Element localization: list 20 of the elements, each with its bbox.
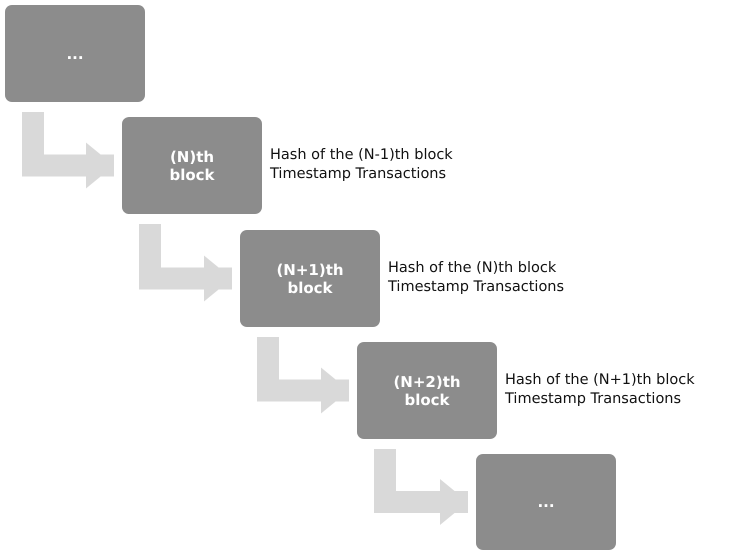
block-description: Hash of the (N+1)th block [505,371,695,390]
block-label: ... [536,493,556,511]
block-description: Timestamp Transactions [505,390,682,408]
block-description: Timestamp Transactions [388,278,564,296]
block-label: ... [65,44,85,62]
block-box [476,454,616,550]
block-box [5,5,145,102]
block-label: (N)th block [168,148,216,184]
block-description: Hash of the (N)th block [388,259,556,278]
block-box [357,342,497,439]
block-box [240,230,380,327]
block-description: Timestamp Transactions [270,165,446,184]
block-description: Hash of the (N-1)th block [270,146,453,164]
arrow [139,224,232,302]
arrow [257,337,349,414]
block-box [122,117,262,214]
block-label: (N+1)th block [275,260,345,296]
arrow [374,449,468,525]
block-label: (N+2)th block [392,372,462,408]
arrow [22,112,114,188]
